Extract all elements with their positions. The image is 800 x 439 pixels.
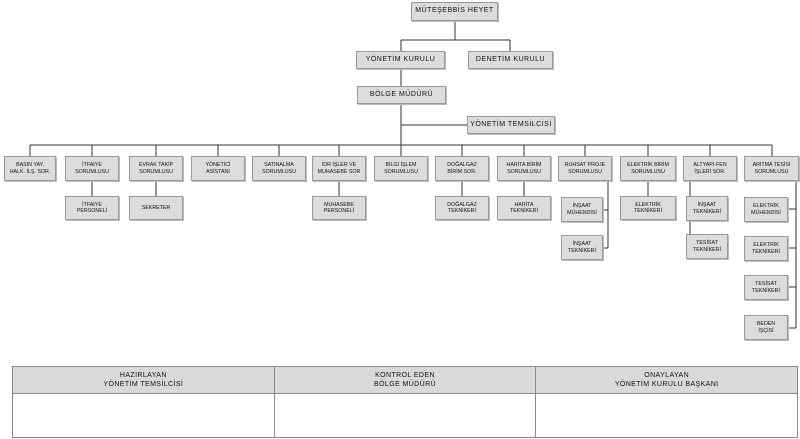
signature-header: ONAYLAYAN YÖNETİM KURULU BAŞKANI — [536, 367, 798, 394]
box-director: BÖLGE MÜDÜRÜ — [357, 86, 446, 104]
signature-field — [13, 394, 274, 437]
signature-role: YÖNETİM TEMSİLCİSİ — [103, 381, 184, 388]
signature-title: HAZIRLAYAN — [119, 371, 167, 379]
signature-field — [274, 394, 536, 437]
box-founders: MÜTEŞEBBİS HEYET — [411, 2, 498, 21]
signature-role: BÖLGE MÜDÜRÜ — [374, 381, 436, 388]
signature-role: YÖNETİM KURULU BAŞKANI — [614, 381, 719, 388]
staff-secretary: SEKRETER — [129, 196, 183, 220]
signature-title: KONTROL EDEN — [375, 371, 435, 379]
unit-press-relations: BASIN YAY.HALK. İLŞ. SOR. — [4, 156, 56, 181]
org-chart: MÜTEŞEBBİS HEYET YÖNETİM KURULU DENETİM … — [4, 2, 799, 340]
signature-prepared-by: HAZIRLAYAN YÖNETİM TEMSİLCİSİ — [13, 367, 275, 437]
signature-field — [536, 394, 798, 437]
box-representative: YÖNETİM TEMSİLCİSİ — [467, 116, 555, 134]
signature-table: HAZIRLAYAN YÖNETİM TEMSİLCİSİ KONTROL ED… — [12, 366, 798, 438]
signature-checked-by: KONTROL EDEN BÖLGE MÜDÜRÜ — [274, 367, 537, 437]
signature-header: HAZIRLAYAN YÖNETİM TEMSİLCİSİ — [13, 367, 274, 394]
signature-approved-by: ONAYLAYAN YÖNETİM KURULU BAŞKANI — [536, 367, 798, 437]
box-audit: DENETİM KURULU — [468, 51, 553, 69]
signature-header: KONTROL EDEN BÖLGE MÜDÜRÜ — [274, 367, 536, 394]
box-board: YÖNETİM KURULU — [356, 51, 445, 69]
signature-title: ONAYLAYAN — [644, 371, 690, 379]
